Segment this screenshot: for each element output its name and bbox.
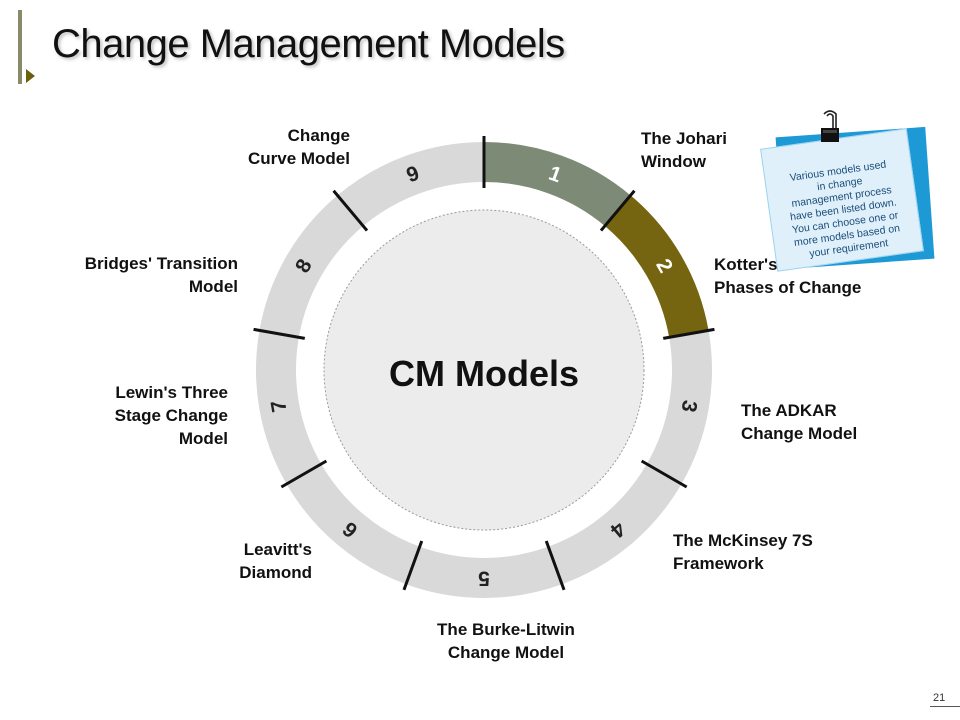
- segment-label-7-line-1: Lewin's Three: [115, 383, 228, 402]
- page-title: Change Management Models: [52, 22, 565, 66]
- binder-clip-icon: [821, 110, 839, 142]
- page-number-underline: [930, 706, 960, 707]
- page-number: 21: [933, 692, 946, 704]
- segment-label-1: The Johari Window: [641, 127, 771, 173]
- ring-segment-4: [548, 464, 682, 585]
- segment-label-4: The McKinsey 7S Framework: [673, 529, 853, 575]
- segment-label-8-line-2: Model: [188, 277, 238, 296]
- ring-segment-1: [484, 142, 631, 226]
- segment-label-7: Lewin's Three Stage Change Model: [60, 381, 228, 450]
- segment-label-9: Change Curve Model: [200, 124, 350, 170]
- ring-divider-8: [253, 327, 306, 340]
- ring-segment-7: [256, 330, 322, 484]
- ring-segment-8: [259, 195, 364, 338]
- segment-label-3: The ADKAR Change Model: [741, 399, 901, 445]
- center-circle: [323, 209, 645, 531]
- ring-number-3: 3: [677, 398, 702, 414]
- ring-number-5: 5: [478, 567, 490, 590]
- sticky-note-paper: Various models used in change management…: [760, 128, 924, 272]
- ring-divider-4: [640, 459, 688, 489]
- segment-label-7-line-2: Stage Change: [114, 406, 228, 425]
- ring-segment-2: [604, 195, 709, 338]
- ring-divider-5: [544, 540, 566, 591]
- ring-segment-5: [406, 546, 562, 598]
- segment-label-5-line-1: The Burke-Litwin: [437, 620, 575, 639]
- title-arrow-icon: [26, 69, 35, 83]
- segment-label-7-line-3: Model: [178, 429, 228, 448]
- segment-label-8: Bridges' Transition Model: [40, 252, 238, 298]
- segment-label-6: Leavitt's Diamond: [180, 538, 312, 584]
- segment-label-6-line-1: Leavitt's: [243, 540, 312, 559]
- segment-label-8-line-1: Bridges' Transition: [84, 254, 238, 273]
- ring-number-7: 7: [267, 398, 292, 414]
- segment-label-6-line-2: Diamond: [239, 563, 312, 582]
- segment-label-2: Kotter's Phases of Change: [714, 253, 894, 299]
- ring-divider-3: [662, 327, 715, 340]
- sticky-note: Various models used in change management…: [760, 110, 935, 272]
- segment-label-2-line-2: Phases of Change: [714, 278, 862, 297]
- ring-divider-7: [280, 459, 328, 489]
- segment-label-3-line-1: The ADKAR: [741, 401, 837, 420]
- ring-divider-6: [402, 540, 424, 591]
- segment-label-5: The Burke-Litwin Change Model: [406, 618, 606, 664]
- ring-divider-9: [332, 189, 369, 232]
- ring-segment-3: [646, 330, 712, 484]
- center-label: CM Models: [389, 353, 579, 394]
- title-accent-bar: [18, 10, 22, 84]
- segment-label-5-line-2: Change Model: [447, 643, 565, 662]
- ring-divider-2: [599, 189, 636, 232]
- segment-label-2-line-1: Kotter's: [714, 255, 778, 274]
- segment-label-3-line-2: Change Model: [741, 424, 858, 443]
- segment-label-9-line-2: Curve Model: [247, 149, 350, 168]
- segment-label-1-line-1: The Johari: [641, 129, 727, 148]
- segment-label-4-line-1: The McKinsey 7S: [673, 531, 813, 550]
- segment-label-9-line-1: Change: [287, 126, 350, 145]
- ring-segment-6: [286, 464, 420, 585]
- segment-label-4-line-2: Framework: [673, 554, 764, 573]
- ring-segment-9: [337, 142, 484, 226]
- segment-label-1-line-2: Window: [641, 152, 706, 171]
